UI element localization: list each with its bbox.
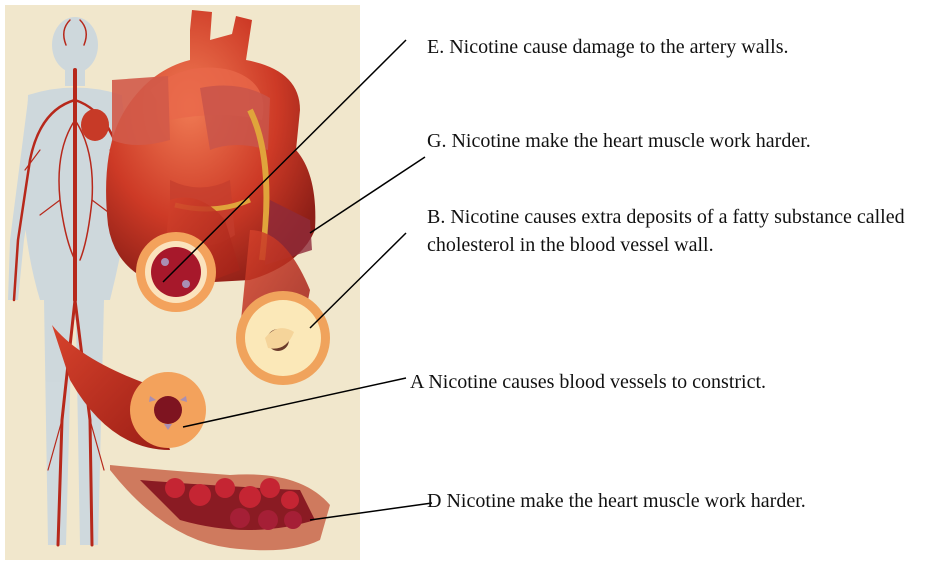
label-g-heart-muscle: G. Nicotine make the heart muscle work h… [427,127,811,155]
label-e-artery-damage: E. Nicotine cause damage to the artery w… [427,33,789,61]
label-a-constrict: A Nicotine causes blood vessels to const… [410,368,766,396]
label-b-cholesterol: B. Nicotine causes extra deposits of a f… [427,203,940,259]
small-heart [81,109,109,141]
label-d-heart-muscle: D Nicotine make the heart muscle work ha… [427,487,806,515]
